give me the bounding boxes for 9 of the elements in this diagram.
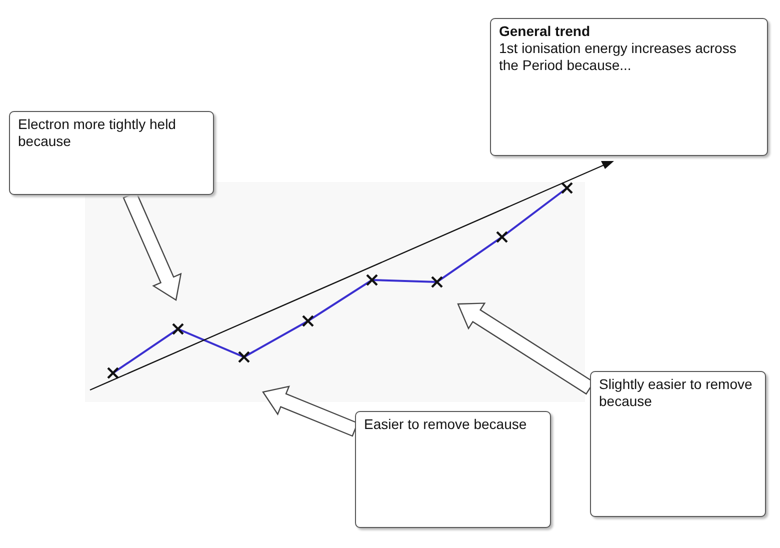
box-text: Slightly easier to remove because: [599, 376, 754, 410]
box-text: 1st ionisation energy increases across the Period because...: [499, 40, 738, 74]
box-text: Electron more tightly held because: [18, 116, 177, 150]
text-box: [9, 111, 214, 195]
box-text: Easier to remove because: [364, 416, 528, 433]
text-box: [490, 18, 768, 156]
box-heading: General trend: [499, 23, 592, 40]
text-box: [590, 371, 766, 517]
text-box: [355, 411, 551, 528]
